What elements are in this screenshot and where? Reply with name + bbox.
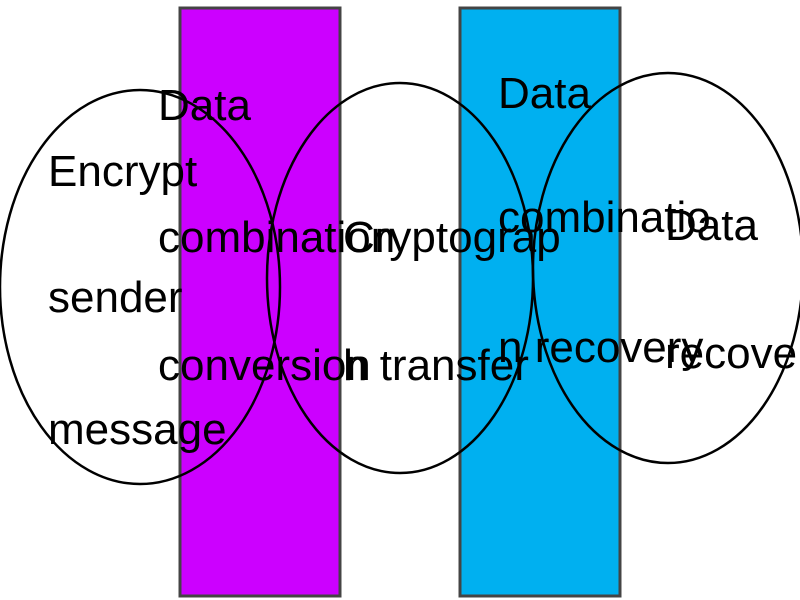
label-data-combination-recovery: Data combinatio n recovery	[498, 69, 723, 372]
label-line: recovery	[665, 329, 800, 378]
label-data-combination-conversion: Data combination conversion	[158, 81, 408, 390]
label-line: Data	[498, 69, 591, 118]
label-line: n recovery	[498, 323, 703, 372]
label-line: combinatio	[498, 193, 711, 242]
label-line: Data	[158, 81, 251, 130]
label-line: sender	[48, 273, 183, 322]
label-cryptograph-transfer: Cryptograp h transfer	[343, 213, 573, 390]
label-line: Cryptograp	[343, 213, 561, 262]
circle-encrypt	[0, 88, 282, 486]
circle-data-recovery	[531, 71, 800, 465]
label-line: combination	[158, 213, 395, 262]
label-data-recovery: Data recovery	[665, 201, 800, 378]
label-line: Encrypt	[48, 147, 197, 196]
label-line: message	[48, 405, 227, 454]
band-left	[178, 6, 342, 598]
label-line: conversion	[158, 341, 371, 390]
label-line: Data	[665, 201, 758, 250]
label-encrypt-sender-message: Encrypt sender message	[48, 147, 227, 454]
label-line: h transfer	[343, 341, 529, 390]
